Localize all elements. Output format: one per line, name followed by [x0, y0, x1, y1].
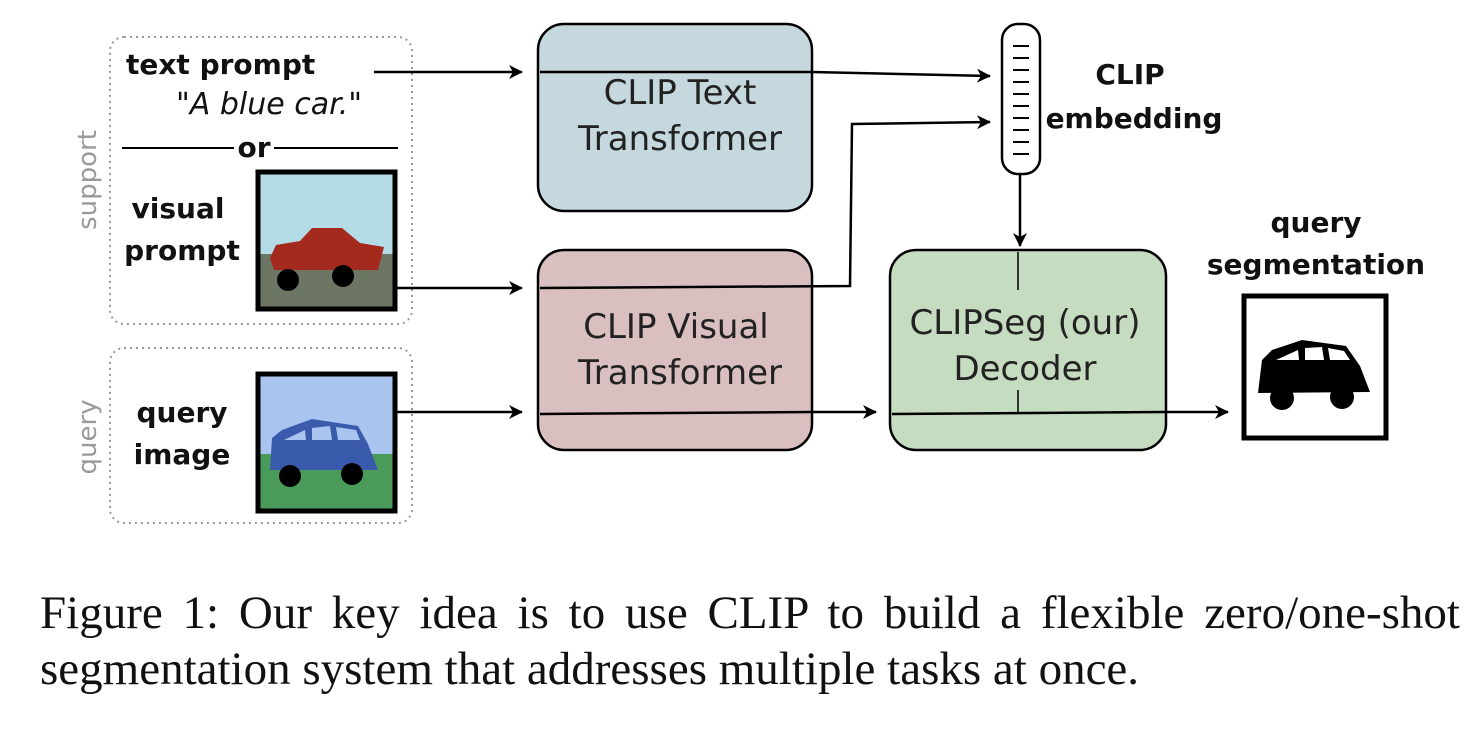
- figure: support text prompt "A blue car." or vis…: [73, 22, 1425, 524]
- clip-visual-transformer-line1: CLIP Visual: [583, 307, 769, 347]
- visual-prompt-image: [255, 169, 398, 312]
- clip-text-transformer-line1: CLIP Text: [604, 73, 757, 113]
- clip-embedding-label-line1: CLIP: [1095, 58, 1164, 91]
- arrow-clip-visual-to-decoder: [539, 405, 877, 419]
- clip-text-transformer-box: [536, 22, 814, 213]
- figure-caption: Figure 1: Our key idea is to use CLIP to…: [40, 587, 1460, 695]
- arrow-clip-text-to-embedding: [540, 68, 991, 83]
- clipseg-decoder-box: [888, 248, 1168, 452]
- clip-text-transformer-line2: Transformer: [577, 119, 782, 159]
- query-label: query: [73, 399, 103, 474]
- clip-visual-transformer-box: [536, 248, 814, 452]
- support-group-box: [109, 36, 413, 325]
- text-prompt-label: text prompt: [126, 48, 315, 81]
- visual-prompt-label-line1: visual: [132, 192, 225, 225]
- query-image-label-line1: query: [136, 396, 227, 429]
- query-segmentation-label-line2: segmentation: [1207, 248, 1425, 281]
- query-group-box: [109, 347, 413, 524]
- or-label: or: [237, 131, 270, 164]
- clipseg-decoder-line2: Decoder: [953, 349, 1096, 389]
- query-segmentation-output: [1241, 293, 1389, 441]
- query-image: [255, 371, 398, 514]
- clipseg-decoder-line1: CLIPSeg (our): [910, 303, 1141, 343]
- arrow-clip-visual-to-embedding: [539, 115, 991, 290]
- support-label: support: [73, 130, 103, 230]
- clip-visual-transformer-line2: Transformer: [577, 353, 782, 393]
- architecture-diagram: support text prompt "A blue car." or vis…: [73, 22, 1425, 524]
- text-prompt-value: "A blue car.": [176, 87, 362, 122]
- visual-prompt-label-line2: prompt: [124, 234, 240, 267]
- arrow-decoder-to-output: [891, 405, 1229, 419]
- query-image-label-line2: image: [134, 438, 231, 471]
- clip-embedding-vector: [1000, 22, 1042, 176]
- red-car-icon: [270, 228, 384, 270]
- query-segmentation-label-line1: query: [1270, 206, 1361, 239]
- clip-embedding-label-line2: embedding: [1046, 102, 1223, 135]
